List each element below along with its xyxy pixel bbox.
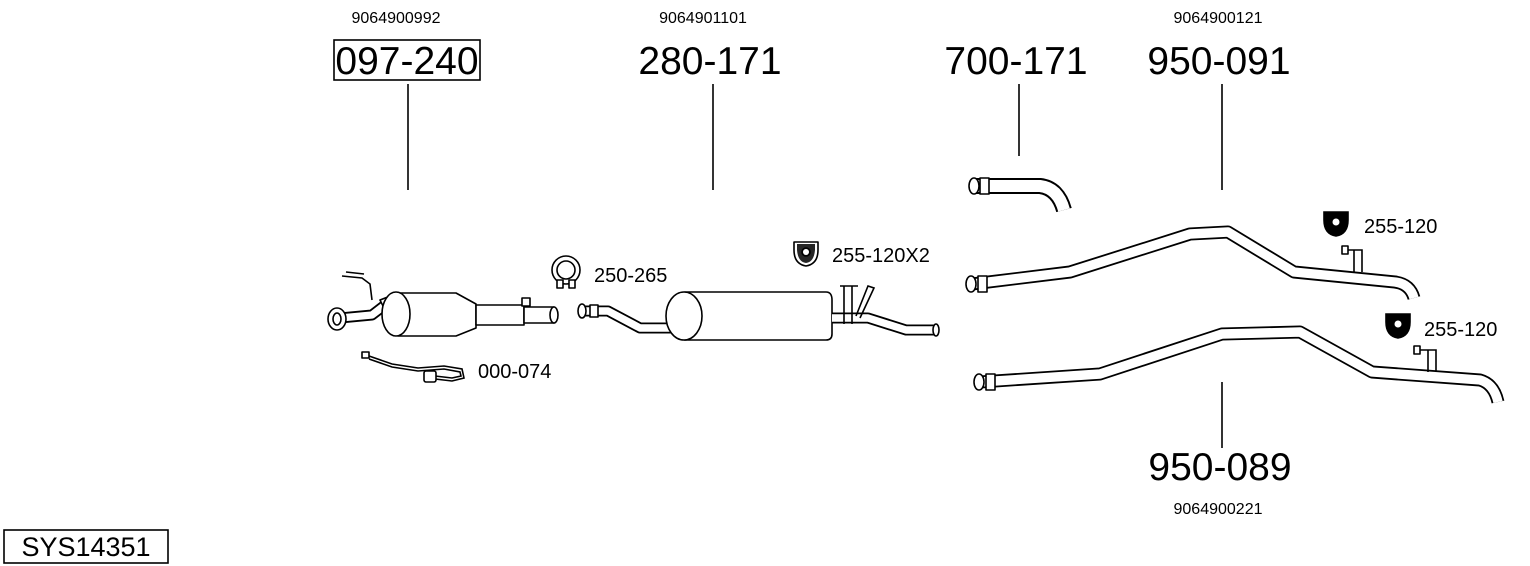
hanger-mid-part-number[interactable]: 255-120X2 — [832, 245, 930, 267]
sensor-part-number[interactable]: 000-074 — [478, 361, 551, 383]
middle-silencer-icon[interactable] — [577, 285, 940, 341]
rubber-hanger-icon[interactable] — [1323, 211, 1349, 237]
part-number-280-171[interactable]: 280-171 — [638, 40, 781, 83]
pipe-clamp-icon[interactable] — [551, 255, 581, 289]
part-number-950-089[interactable]: 950-089 — [1148, 446, 1291, 489]
tail-pipe-icon[interactable] — [973, 325, 1505, 404]
part-number-700-171[interactable]: 700-171 — [944, 40, 1087, 83]
system-code-box — [3, 529, 169, 564]
system-code: SYS14351 — [21, 532, 150, 562]
hanger-top-part-number[interactable]: 255-120 — [1364, 216, 1437, 238]
oem-number-097-240: 9064900992 — [352, 10, 441, 27]
part-number-950-091[interactable]: 950-091 — [1147, 40, 1290, 83]
highlighted-part-box — [333, 39, 481, 81]
part-number-097-240[interactable]: 097-240 — [335, 40, 478, 83]
elbow-pipe-icon[interactable] — [968, 177, 1072, 213]
oem-number-950-089: 9064900221 — [1174, 501, 1263, 518]
catalytic-converter-icon[interactable] — [327, 271, 559, 337]
sensor-cable-icon[interactable] — [361, 351, 465, 383]
tail-pipe-icon[interactable] — [965, 225, 1421, 301]
clamp-part-number[interactable]: 250-265 — [594, 265, 667, 287]
oem-number-280-171: 9064901101 — [659, 10, 747, 27]
hanger-bottom-part-number[interactable]: 255-120 — [1424, 319, 1497, 341]
rubber-hanger-icon[interactable] — [793, 241, 819, 267]
oem-number-950-091: 9064900121 — [1174, 10, 1263, 27]
rubber-hanger-icon[interactable] — [1385, 313, 1411, 339]
